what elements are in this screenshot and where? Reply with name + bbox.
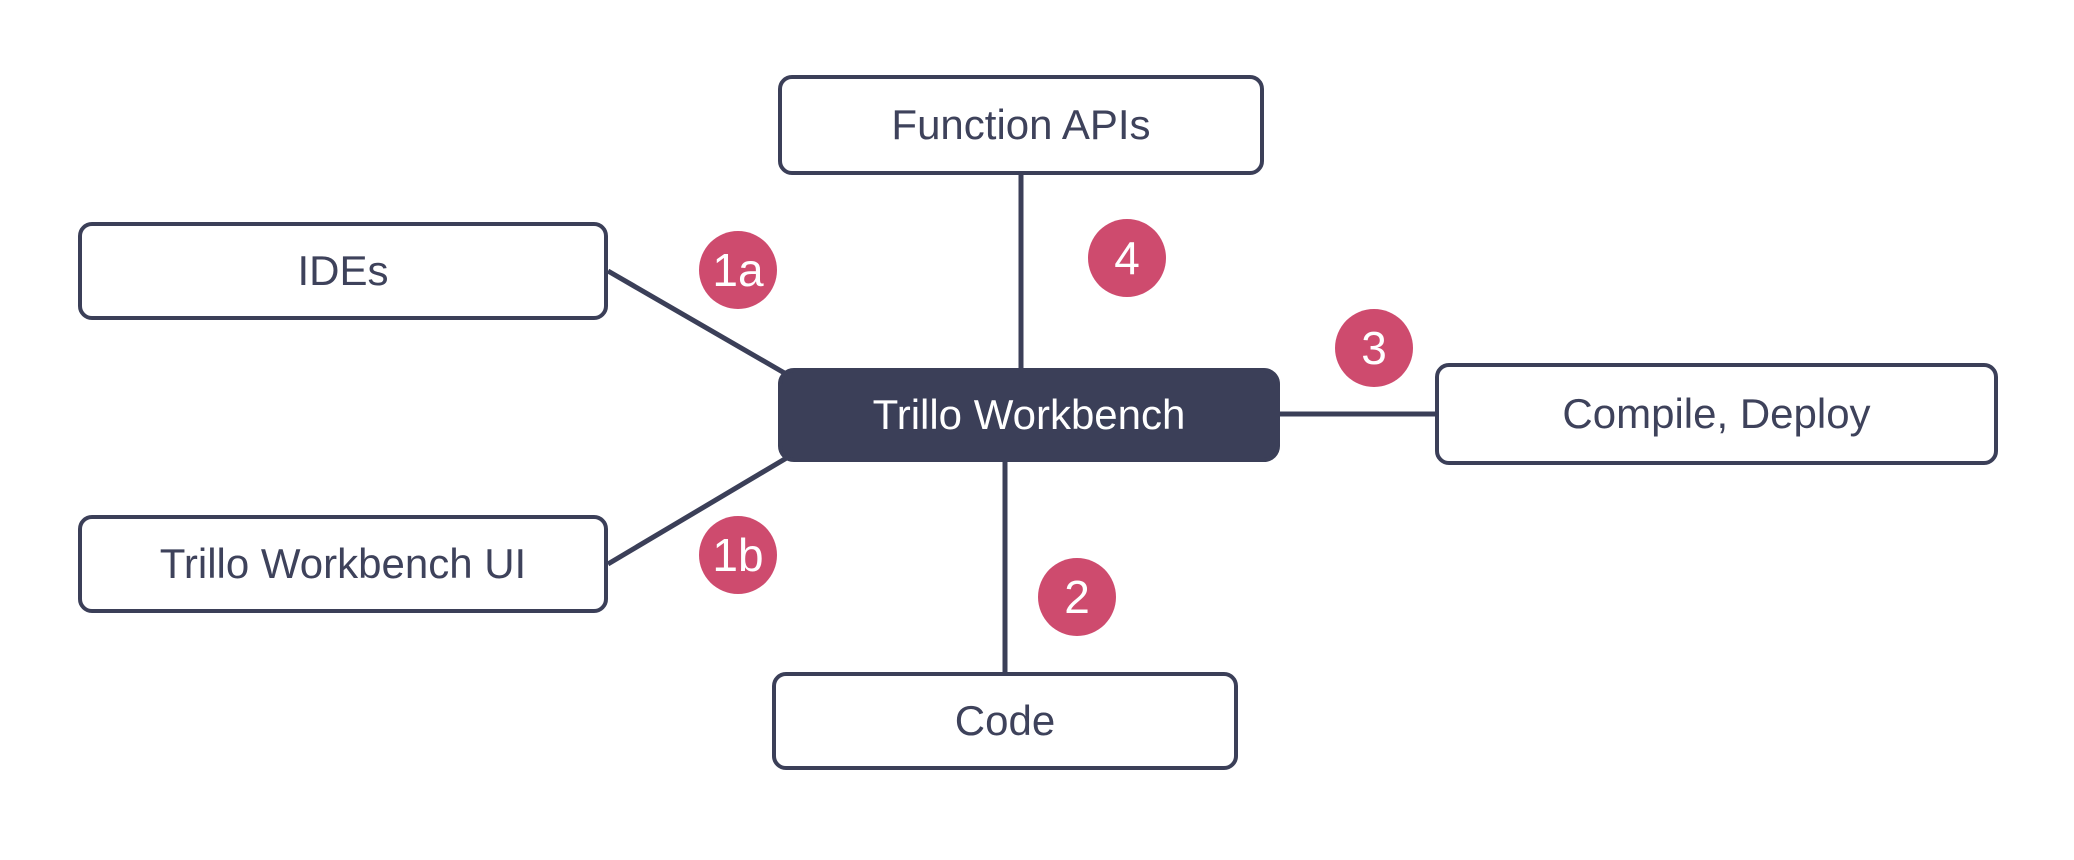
- step-badge-4-label: 4: [1114, 232, 1140, 284]
- node-compile-deploy-label: Compile, Deploy: [1562, 390, 1871, 437]
- step-badge-3: 3: [1335, 309, 1413, 387]
- node-code-label: Code: [954, 697, 1056, 744]
- node-compile-deploy: Compile, Deploy: [1435, 363, 1998, 465]
- node-trillo-workbench-center: Trillo Workbench: [778, 368, 1280, 462]
- step-badge-4: 4: [1088, 219, 1166, 297]
- step-badge-2: 2: [1038, 558, 1116, 636]
- node-trillo-workbench-center-label: Trillo Workbench: [872, 391, 1186, 438]
- step-badge-1b-label: 1b: [712, 529, 764, 581]
- node-ides-label: IDEs: [297, 247, 389, 294]
- node-ides: IDEs: [78, 222, 608, 320]
- node-trillo-workbench-ui-label: Trillo Workbench UI: [159, 540, 527, 587]
- connector-trillo-ui-to-center: [606, 447, 802, 567]
- step-badge-1a: 1a: [699, 231, 777, 309]
- node-function-apis-label: Function APIs: [891, 101, 1151, 148]
- node-trillo-workbench-ui: Trillo Workbench UI: [78, 515, 608, 613]
- step-badge-1b: 1b: [699, 516, 777, 594]
- step-badge-3-label: 3: [1361, 322, 1387, 374]
- connector-ides-to-center: [606, 268, 802, 385]
- step-badge-2-label: 2: [1064, 571, 1090, 623]
- node-function-apis: Function APIs: [778, 75, 1264, 175]
- node-code: Code: [772, 672, 1238, 770]
- step-badge-1a-label: 1a: [712, 244, 764, 296]
